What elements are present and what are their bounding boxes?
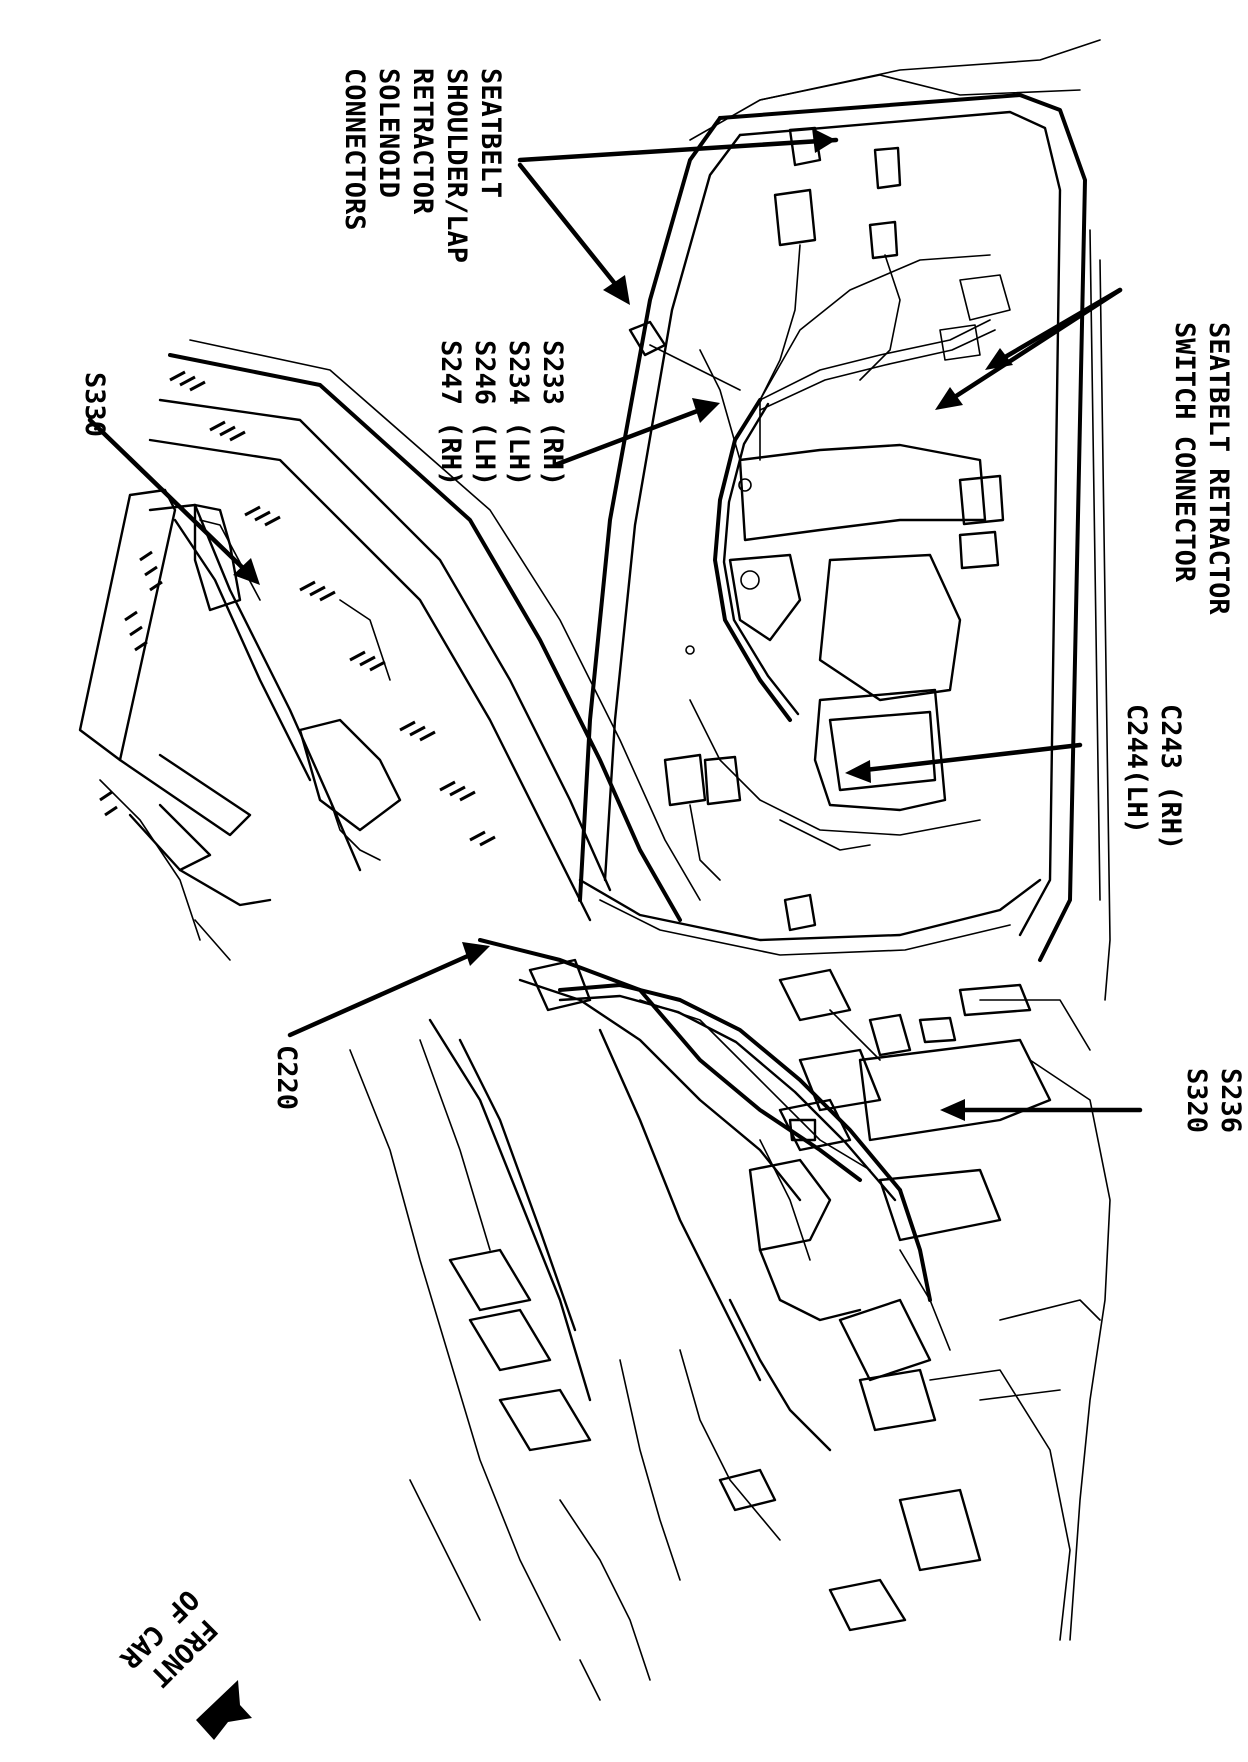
front-direction-arrow-icon [196,1680,252,1740]
label-line: SOLENOID [373,68,404,198]
label-line: S247 (RH) [435,340,466,486]
label-line: S320 [1181,1068,1212,1133]
arrow-solenoid-lower [517,162,630,305]
front-of-car-indicator: FRONT OF CAR [113,1583,252,1740]
label-line: CONNECTORS [339,68,370,231]
label-line: S246 (LH) [469,340,500,486]
label-line: SEATBELT [475,68,506,198]
arrow-c220 [287,942,490,1038]
arrow-s233-group [552,398,720,468]
vehicle-line-art [78,39,1111,1701]
arrow-retractor-switch-2 [985,287,1123,370]
label-line: S236 [1215,1068,1246,1133]
leader-arrows [87,128,1143,1121]
callout-seatbelt-solenoid-connectors: SEATBELT SHOULDER/LAP RETRACTOR SOLENOID… [339,68,506,263]
arrow-c243 [845,742,1083,783]
label-line: SWITCH CONNECTOR [1169,322,1200,583]
arrow-solenoid-upper [517,128,839,163]
label-line: C244(LH) [1121,704,1152,834]
arrow-s236-s320 [940,1099,1143,1121]
label-line: S234 (LH) [503,340,534,486]
label-line: RETRACTOR [407,68,438,215]
callout-s236-s320: S236 S320 [1181,1068,1246,1133]
label-line: SEATBELT RETRACTOR [1203,322,1234,615]
callout-splice-s233-s247: S233 (RH) S234 (LH) S246 (LH) S247 (RH) [435,340,568,486]
callout-s330: S330 [79,372,110,437]
label-line: S233 (RH) [537,340,568,486]
label-line: C220 [271,1045,302,1110]
callout-c220: C220 [271,1045,302,1110]
label-line: SHOULDER/LAP [441,68,472,263]
callout-retractor-switch-connector: SEATBELT RETRACTOR SWITCH CONNECTOR [1169,322,1234,615]
arrow-s330 [87,417,260,585]
callout-c243-c244: C243 (RH) C244(LH) [1121,704,1186,850]
label-line: C243 (RH) [1155,704,1186,850]
label-line: S330 [79,372,110,437]
